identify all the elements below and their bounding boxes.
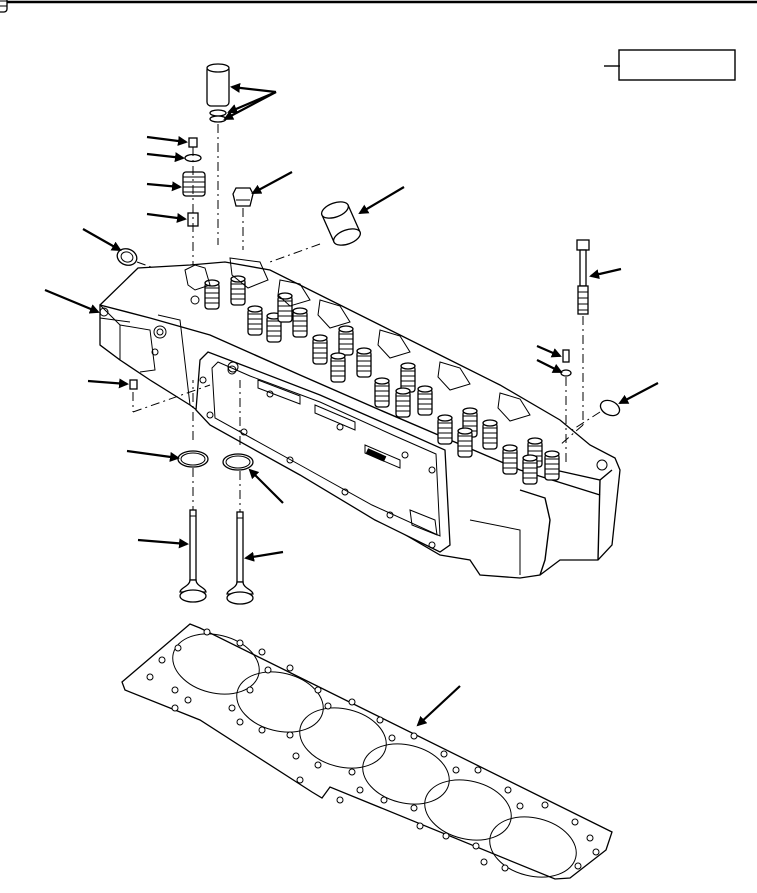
cap-screw-callout: [146, 135, 188, 146]
head-bolt: [559, 239, 590, 446]
valve-spring-stack: [0, 0, 560, 485]
head-bolt-callout: [589, 267, 622, 280]
gasket-cylinder-bores: [172, 633, 577, 878]
exhaust-valve-callout: [244, 550, 284, 562]
sleeve-callout: [358, 186, 405, 215]
intake-valve: [179, 509, 207, 603]
expansion-plug-right-callout: [618, 382, 659, 404]
callout-arrows: [44, 82, 659, 727]
exhaust-valve: [226, 511, 254, 605]
valve-spring: [182, 171, 206, 197]
valve-stem-seal-callout: [146, 212, 187, 223]
plug: [232, 187, 254, 250]
intake-valve-callout: [137, 538, 189, 549]
valve-spring-callout: [146, 181, 182, 192]
reference-callout-box: [604, 49, 736, 81]
flange-bolt-holes: [199, 361, 436, 549]
gasket-holes: [146, 628, 600, 872]
cylinder-head: [0, 0, 621, 579]
small-screw-washer: [560, 349, 572, 462]
dowel-pin-callout: [87, 378, 129, 389]
washer-callout: [146, 152, 185, 163]
valve-seats: [177, 380, 254, 512]
head-gasket-callout: [416, 685, 461, 727]
intake-valve-seat-callout: [126, 449, 180, 462]
injector-sleeve-callout: [230, 82, 277, 94]
plug-callout: [251, 171, 293, 194]
sleeve: [269, 201, 362, 263]
head-gasket: [121, 623, 613, 880]
exhaust-valve-seat-callout: [248, 468, 284, 504]
small-washer-callout: [536, 359, 563, 373]
injector-sleeve: [206, 63, 230, 245]
expansion-plug-right: [571, 399, 621, 431]
injector-sleeve-callout-3: [223, 91, 277, 120]
small-screw-callout: [536, 344, 562, 358]
dowel-pin: [129, 379, 211, 413]
cylinder-head-callout: [44, 288, 100, 314]
expansion-plug-left-callout: [82, 228, 122, 251]
